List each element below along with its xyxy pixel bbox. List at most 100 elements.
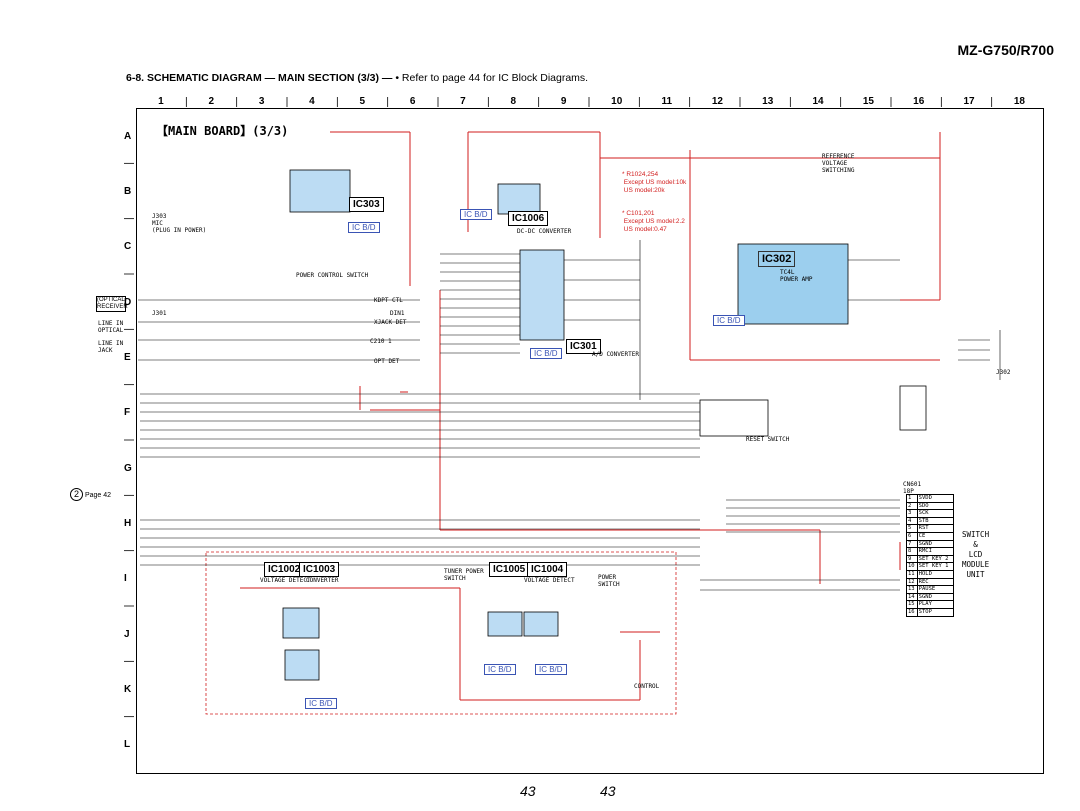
j302-label: J302 — [996, 369, 1011, 376]
row-label: C — [124, 241, 132, 253]
row-label: G — [124, 462, 132, 474]
ic1005-label: IC1005 — [489, 562, 530, 577]
reference-voltage-label: REFERENCE VOLTAGE SWITCHING — [822, 153, 855, 174]
line-in-jack-label: LINE IN JACK — [98, 340, 124, 354]
converter-label: CONVERTER — [306, 577, 339, 584]
pin-number: 14 — [906, 592, 918, 602]
component-outline — [284, 649, 320, 681]
pin-signal: CE — [916, 531, 955, 541]
ic302-board-tag: IC B/D — [713, 315, 745, 326]
section-title: 6-8. SCHEMATIC DIAGRAM — MAIN SECTION (3… — [126, 72, 393, 84]
column-label: 6 — [409, 96, 416, 107]
pin-number: 6 — [906, 531, 918, 541]
column-label: 13 — [762, 96, 774, 107]
row-label: E — [124, 352, 131, 363]
row-label: I — [124, 573, 127, 585]
component-outline — [282, 607, 320, 639]
pin-signal: REC — [916, 577, 955, 587]
c101-note: * C101,201 Except US model:2.2 US model:… — [622, 210, 685, 233]
row-label: D — [124, 296, 132, 308]
ic1004-board-tag: IC B/D — [535, 664, 567, 675]
optical-receiver-box: (OPTICAL) RECEIVER — [96, 296, 128, 312]
column-label: 4 — [309, 96, 315, 107]
pin-signal: STOP — [916, 607, 955, 617]
j301-label: J301 — [152, 310, 167, 317]
ic302-label: IC302 — [758, 251, 796, 267]
board-reference: 2 Page 42 — [70, 488, 111, 501]
pin-number: 7 — [906, 539, 918, 549]
pin-number: 8 — [906, 547, 918, 556]
row-label: F — [124, 407, 131, 419]
power-amp-label: TC4L POWER AMP — [780, 269, 813, 283]
pin-number: 3 — [906, 509, 918, 518]
column-label: 5 — [359, 96, 366, 107]
kdpt-ctl-label: KDPT CTL — [374, 297, 403, 304]
power-switch-label: POWER SWITCH — [598, 574, 620, 588]
column-label: 8 — [510, 96, 517, 107]
ic1002-board-tag: IC B/D — [305, 698, 337, 709]
page-reference: Page 42 — [84, 492, 112, 499]
pin-number: 9 — [906, 554, 918, 564]
pin-number: 11 — [906, 569, 918, 579]
switch-lcd-module-label: SWITCH & LCD MODULE UNIT — [962, 530, 990, 579]
model-number: MZ-G750/R700 — [957, 42, 1054, 58]
component-outline — [519, 249, 565, 341]
ic301-label: IC301 — [566, 339, 601, 354]
pin-signal: SDO — [916, 501, 955, 511]
tuner-power-switch-label: TUNER POWER SWITCH — [444, 568, 484, 582]
column-label: 7 — [460, 96, 466, 107]
pin-number: 16 — [906, 607, 918, 617]
column-label: 2 — [208, 96, 215, 107]
pin-signal: SET KEY 2 — [916, 554, 955, 564]
ad-converter-label: A/D CONVERTER — [592, 351, 639, 358]
pin-signal: STB — [916, 516, 955, 526]
ic303-board-tag: IC B/D — [348, 222, 380, 233]
ic1003-label: IC1003 — [299, 562, 340, 577]
power-control-switch-label: POWER CONTROL SWITCH — [296, 272, 369, 279]
page-number-left: 43 — [520, 783, 536, 799]
component-outline — [205, 551, 677, 715]
column-label: 12 — [711, 96, 723, 107]
ic1006-board-tag: IC B/D — [460, 209, 492, 220]
schematic-frame — [136, 108, 1044, 774]
column-label: 17 — [963, 96, 975, 107]
pin-number: 15 — [906, 600, 918, 609]
j303-mic-label: J303 MIC (PLUG IN POWER) — [152, 213, 207, 234]
pin-signal: SCK — [916, 509, 955, 518]
voltage-detect-label: VOLTAGE DETECT — [260, 577, 311, 584]
component-outline — [699, 399, 769, 437]
pin-number: 10 — [906, 562, 918, 571]
column-label: 14 — [812, 96, 824, 107]
board-reference-number: 2 — [70, 488, 83, 501]
pin-signal: SGND — [916, 592, 955, 602]
column-label: 15 — [862, 96, 874, 107]
pin-signal: PLAY — [916, 600, 955, 609]
column-label: 9 — [560, 96, 567, 107]
board-title: 【MAIN BOARD】(3/3) — [156, 124, 289, 138]
row-label: A — [124, 130, 132, 142]
column-label: 3 — [258, 96, 265, 107]
c210-label: C210 1 — [370, 338, 392, 345]
column-label: 16 — [913, 96, 925, 107]
pin-number: 4 — [906, 516, 918, 526]
ic1004-label: IC1004 — [527, 562, 568, 577]
pin-number: 12 — [906, 577, 918, 587]
section-reference: • Refer to page 44 for IC Block Diagrams… — [395, 72, 589, 84]
